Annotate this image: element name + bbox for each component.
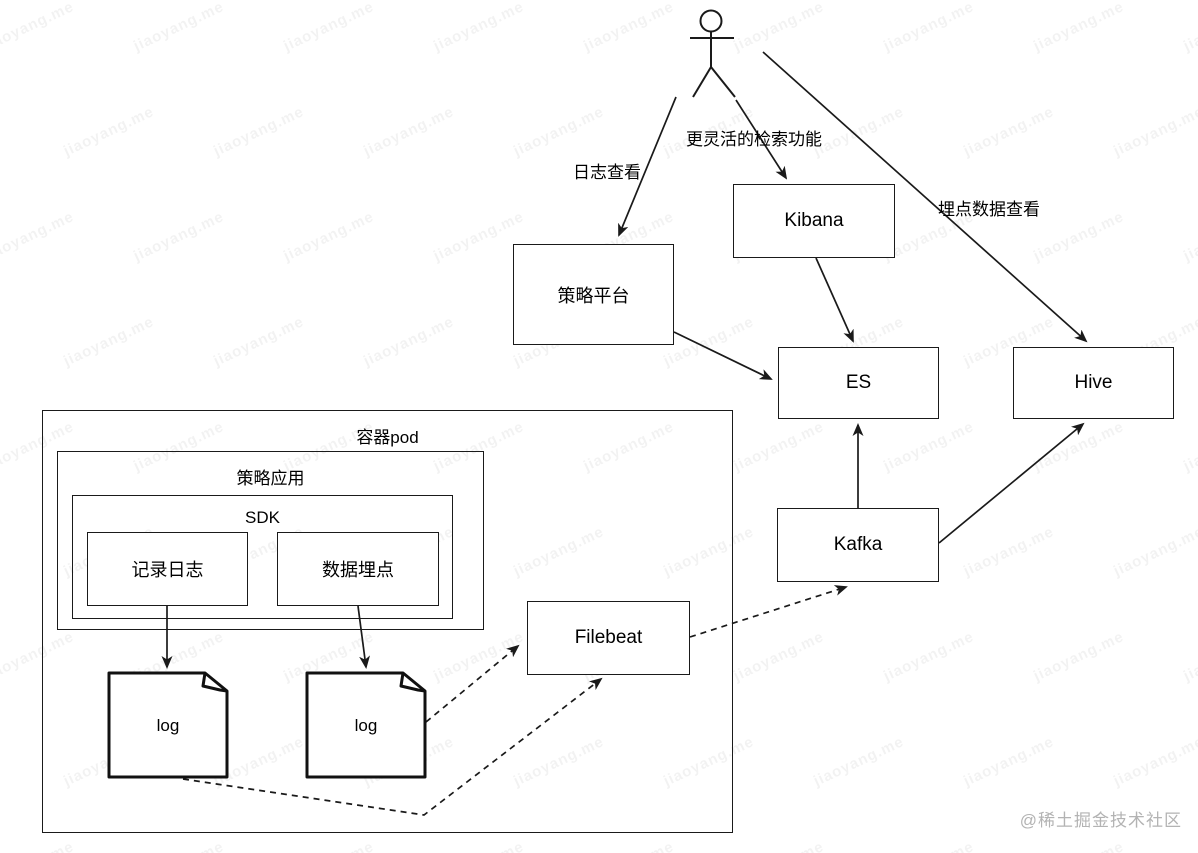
kafka-label: Kafka	[833, 534, 883, 555]
kafka-node: Kafka	[777, 508, 939, 582]
watermark-text: jiaoyang.me	[1030, 0, 1127, 55]
watermark-text: jiaoyang.me	[431, 838, 527, 853]
watermark-text: jiaoyang.me	[660, 313, 757, 370]
container-pod-label: 容器pod	[356, 428, 419, 447]
watermark-text: jiaoyang.me	[810, 103, 907, 160]
watermark-text: jiaoyang.me	[580, 0, 677, 55]
watermark-text: jiaoyang.me	[1030, 628, 1127, 685]
log2-label: log	[354, 716, 378, 735]
celue-pingtai-node: 策略平台	[513, 244, 674, 345]
watermark-text: jiaoyang.me	[1110, 103, 1198, 160]
watermark-text: jiaoyang.me	[131, 838, 227, 853]
celue-yingyong-box: 策略应用	[57, 451, 484, 630]
watermark-text: jiaoyang.me	[1030, 418, 1127, 475]
watermark-text: jiaoyang.me	[1031, 838, 1127, 853]
log1-label: log	[156, 716, 180, 735]
watermark-text: jiaoyang.me	[1180, 628, 1198, 685]
watermark-text: jiaoyang.me	[1180, 418, 1198, 475]
watermark-text: jiaoyang.me	[60, 103, 157, 160]
watermark-text: jiaoyang.me	[1030, 208, 1127, 265]
watermark-text: jiaoyang.me	[280, 208, 377, 265]
filebeat-label: Filebeat	[574, 627, 643, 648]
watermark-text: jiaoyang.me	[730, 0, 827, 55]
es-node: ES	[778, 347, 939, 419]
watermark-text: jiaoyang.me	[510, 103, 607, 160]
watermark-text: jiaoyang.me	[1180, 0, 1198, 55]
watermark-text: jiaoyang.me	[1181, 838, 1198, 853]
celue-pingtai-label: 策略平台	[557, 285, 630, 306]
watermark-text: jiaoyang.me	[1180, 208, 1198, 265]
watermark-text: jiaoyang.me	[880, 418, 977, 475]
watermark-text: jiaoyang.me	[0, 208, 77, 265]
watermark-text: jiaoyang.me	[130, 208, 227, 265]
shuju-maidian-label: 数据埋点	[322, 560, 394, 580]
edge-label-maidian-shuju-chakan: 埋点数据查看	[938, 200, 1040, 219]
watermark-text: jiaoyang.me	[581, 838, 677, 853]
watermark-text: jiaoyang.me	[810, 733, 907, 790]
celue-yingyong-label: 策略应用	[236, 469, 305, 488]
kibana-node: Kibana	[733, 184, 895, 258]
edge-celue-pingtai-to-es	[673, 331, 773, 380]
watermark-text: jiaoyang.me	[880, 628, 977, 685]
edge-label-linghuo-jiansuo: 更灵活的检索功能	[686, 130, 822, 149]
watermark-text: jiaoyang.me	[881, 838, 977, 853]
watermark-text: jiaoyang.me	[210, 103, 307, 160]
watermark-text: jiaoyang.me	[360, 103, 457, 160]
watermark-text: jiaoyang.me	[281, 838, 377, 853]
edge-label-rizhi-chakan: 日志查看	[573, 163, 641, 182]
watermark-text: jiaoyang.me	[0, 0, 77, 55]
watermark-text: jiaoyang.me	[280, 0, 377, 55]
shuju-maidian-node: 数据埋点	[277, 532, 439, 606]
user-actor-icon	[690, 9, 736, 98]
watermark-text: jiaoyang.me	[60, 313, 157, 370]
filebeat-node: Filebeat	[527, 601, 690, 675]
watermark-text: jiaoyang.me	[730, 418, 827, 475]
jilu-rizhi-node: 记录日志	[87, 532, 248, 606]
watermark-text: jiaoyang.me	[960, 733, 1057, 790]
sdk-box: SDK	[72, 495, 453, 619]
watermark-text: jiaoyang.me	[1110, 733, 1198, 790]
watermark-text: jiaoyang.me	[730, 628, 827, 685]
watermark-text: jiaoyang.me	[960, 523, 1057, 580]
edge-kibana-to-es	[815, 257, 854, 343]
sdk-label: SDK	[245, 508, 280, 527]
watermark-text: jiaoyang.me	[360, 313, 457, 370]
kibana-label: Kibana	[784, 210, 844, 231]
watermark-text: jiaoyang.me	[130, 0, 227, 55]
juejin-community-credit: @稀土掘金技术社区	[1019, 811, 1182, 830]
watermark-text: jiaoyang.me	[0, 838, 77, 853]
watermark-text: jiaoyang.me	[880, 0, 977, 55]
hive-label: Hive	[1074, 372, 1113, 393]
watermark-text: jiaoyang.me	[1110, 523, 1198, 580]
watermark-text: jiaoyang.me	[960, 103, 1057, 160]
edge-kafka-to-hive	[938, 422, 1085, 544]
watermark-text: jiaoyang.me	[731, 838, 827, 853]
watermark-text: jiaoyang.me	[210, 313, 307, 370]
jilu-rizhi-label: 记录日志	[131, 560, 204, 580]
container-pod-box: 容器pod	[42, 410, 733, 833]
es-label: ES	[845, 372, 872, 393]
watermark-text: jiaoyang.me	[430, 0, 527, 55]
hive-node: Hive	[1013, 347, 1174, 419]
